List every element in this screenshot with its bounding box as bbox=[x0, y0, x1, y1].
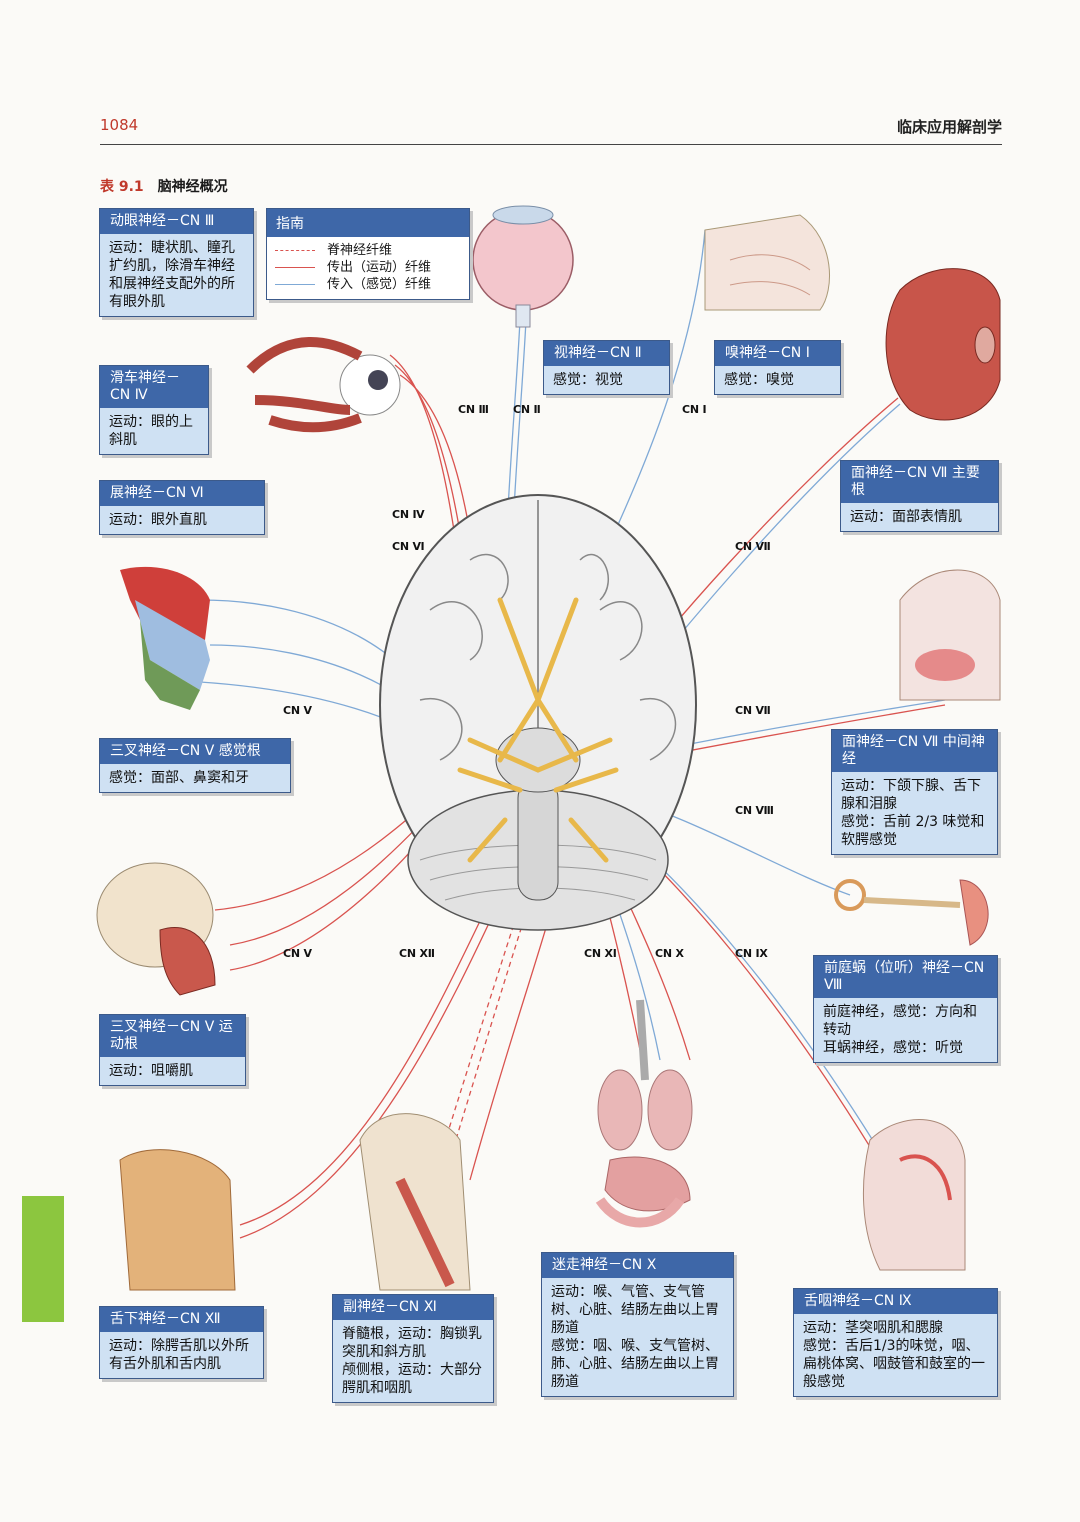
viscera-illustration bbox=[598, 1000, 692, 1223]
box-text: 运动：下颌下腺、舌下腺和泪腺 感觉：舌前 2/3 味觉和软腭感觉 bbox=[832, 772, 997, 854]
label-cn7-upper: CN Ⅶ bbox=[735, 540, 771, 553]
box-text: 运动：茎突咽肌和腮腺 感觉：舌后1/3的味觉，咽、扁桃体窝、咽鼓管和鼓室的一般感… bbox=[794, 1314, 997, 1396]
box-cn7-intermediate: 面神经－CN Ⅶ 中间神经 运动：下颌下腺、舌下腺和泪腺 感觉：舌前 2/3 味… bbox=[831, 729, 998, 855]
dashed-line-swatch bbox=[275, 250, 315, 251]
box-title: 三叉神经－CN Ⅴ 运动根 bbox=[100, 1015, 245, 1057]
label-cn5-upper: CN Ⅴ bbox=[283, 704, 312, 717]
box-cn6-abducens: 展神经－CN Ⅵ 运动：眼外直肌 bbox=[99, 480, 265, 535]
box-title: 面神经－CN Ⅶ 主要根 bbox=[841, 461, 998, 503]
label-cn10: CN Ⅹ bbox=[655, 947, 684, 960]
box-text: 运动：眼外直肌 bbox=[100, 506, 264, 534]
box-cn2-optic: 视神经－CN Ⅱ 感觉：视觉 bbox=[543, 340, 670, 395]
box-cn4-trochlear: 滑车神经－CN Ⅳ 运动：眼的上斜肌 bbox=[99, 365, 209, 455]
box-line: 感觉：舌后1/3的味觉，咽、扁桃体窝、咽鼓管和鼓室的一般感觉 bbox=[803, 1337, 988, 1391]
oral-cavity-illustration bbox=[900, 570, 1000, 700]
facial-muscles-illustration bbox=[886, 269, 1000, 420]
neck-illustration bbox=[120, 1114, 470, 1290]
nasal-cavity-illustration bbox=[705, 215, 830, 310]
box-line: 运动：下颌下腺、舌下腺和泪腺 bbox=[841, 777, 988, 813]
label-cn4: CN Ⅳ bbox=[392, 508, 424, 521]
box-cn5-motor: 三叉神经－CN Ⅴ 运动根 运动：咀嚼肌 bbox=[99, 1014, 246, 1086]
label-cn9: CN Ⅸ bbox=[735, 947, 768, 960]
box-cn1-olfactory: 嗅神经－CN Ⅰ 感觉：嗅觉 bbox=[714, 340, 841, 395]
box-text: 运动：眼的上斜肌 bbox=[100, 408, 208, 454]
label-cn7-lower: CN Ⅶ bbox=[735, 704, 771, 717]
box-title: 前庭蜗（位听）神经－CN Ⅷ bbox=[814, 956, 997, 998]
box-title: 面神经－CN Ⅶ 中间神经 bbox=[832, 730, 997, 772]
box-cn5-sensory: 三叉神经－CN Ⅴ 感觉根 感觉：面部、鼻窦和牙 bbox=[99, 738, 291, 793]
red-line-swatch bbox=[275, 267, 315, 268]
box-line: 运动：喉、气管、支气管树、心脏、结肠左曲以上胃肠道 bbox=[551, 1283, 724, 1337]
box-cn11-accessory: 副神经－CN Ⅺ 脊髓根，运动：胸锁乳突肌和斜方肌 颅侧根，运动：大部分腭肌和咽… bbox=[332, 1294, 494, 1403]
box-title: 迷走神经－CN Ⅹ bbox=[542, 1253, 733, 1278]
label-cn1: CN Ⅰ bbox=[682, 403, 706, 416]
legend-label: 传出（运动）纤维 bbox=[327, 259, 431, 276]
box-text: 运动：喉、气管、支气管树、心脏、结肠左曲以上胃肠道 感觉：咽、喉、支气管树、肺、… bbox=[542, 1278, 733, 1396]
label-cn2: CN Ⅱ bbox=[513, 403, 541, 416]
legend: 指南 脊神经纤维 传出（运动）纤维 传入（感觉）纤维 bbox=[266, 208, 470, 300]
box-text: 运动：面部表情肌 bbox=[841, 503, 998, 531]
box-title: 嗅神经－CN Ⅰ bbox=[715, 341, 840, 366]
box-text: 感觉：嗅觉 bbox=[715, 366, 840, 394]
brain-diagram bbox=[380, 495, 696, 930]
legend-title: 指南 bbox=[267, 209, 469, 237]
skull-illustration bbox=[97, 863, 215, 995]
box-text: 感觉：面部、鼻窦和牙 bbox=[100, 764, 290, 792]
box-line: 颅侧根，运动：大部分腭肌和咽肌 bbox=[342, 1361, 484, 1397]
box-line: 耳蜗神经，感觉：听觉 bbox=[823, 1039, 988, 1057]
box-line: 前庭神经，感觉：方向和转动 bbox=[823, 1003, 988, 1039]
box-text: 运动：咀嚼肌 bbox=[100, 1057, 245, 1085]
inner-ear-illustration bbox=[836, 880, 988, 945]
label-cn11: CN Ⅺ bbox=[584, 947, 617, 960]
box-title: 展神经－CN Ⅵ bbox=[100, 481, 264, 506]
box-text: 脊髓根，运动：胸锁乳突肌和斜方肌 颅侧根，运动：大部分腭肌和咽肌 bbox=[333, 1320, 493, 1402]
box-line: 感觉：舌前 2/3 味觉和软腭感觉 bbox=[841, 813, 988, 849]
blue-line-swatch bbox=[275, 284, 315, 285]
box-title: 舌咽神经－CN Ⅸ bbox=[794, 1289, 997, 1314]
box-line: 脊髓根，运动：胸锁乳突肌和斜方肌 bbox=[342, 1325, 484, 1361]
box-cn9-glossopharyngeal: 舌咽神经－CN Ⅸ 运动：茎突咽肌和腮腺 感觉：舌后1/3的味觉，咽、扁桃体窝、… bbox=[793, 1288, 998, 1397]
box-text: 运动：睫状肌、瞳孔扩约肌，除滑车神经和展神经支配外的所有眼外肌 bbox=[100, 234, 253, 316]
eye-illustration bbox=[473, 206, 573, 327]
label-cn6: CN Ⅵ bbox=[392, 540, 424, 553]
label-cn12: CN Ⅻ bbox=[399, 947, 435, 960]
orbit-illustration bbox=[250, 342, 400, 427]
box-line: 感觉：咽、喉、支气管树、肺、心脏、结肠左曲以上胃肠道 bbox=[551, 1337, 724, 1391]
box-title: 滑车神经－CN Ⅳ bbox=[100, 366, 208, 408]
box-cn3-oculomotor: 动眼神经－CN Ⅲ 运动：睫状肌、瞳孔扩约肌，除滑车神经和展神经支配外的所有眼外… bbox=[99, 208, 254, 317]
box-cn10-vagus: 迷走神经－CN Ⅹ 运动：喉、气管、支气管树、心脏、结肠左曲以上胃肠道 感觉：咽… bbox=[541, 1252, 734, 1397]
legend-label: 脊神经纤维 bbox=[327, 242, 392, 259]
box-text: 运动：除腭舌肌以外所有舌外肌和舌内肌 bbox=[100, 1332, 263, 1378]
legend-item-efferent: 传出（运动）纤维 bbox=[267, 259, 469, 276]
box-title: 副神经－CN Ⅺ bbox=[333, 1295, 493, 1320]
legend-label: 传入（感觉）纤维 bbox=[327, 276, 431, 293]
box-cn8-vestibulocochlear: 前庭蜗（位听）神经－CN Ⅷ 前庭神经，感觉：方向和转动 耳蜗神经，感觉：听觉 bbox=[813, 955, 998, 1063]
box-line: 运动：茎突咽肌和腮腺 bbox=[803, 1319, 988, 1337]
box-title: 舌下神经－CN Ⅻ bbox=[100, 1307, 263, 1332]
box-cn12-hypoglossal: 舌下神经－CN Ⅻ 运动：除腭舌肌以外所有舌外肌和舌内肌 bbox=[99, 1306, 264, 1379]
box-title: 视神经－CN Ⅱ bbox=[544, 341, 669, 366]
legend-item-spinal: 脊神经纤维 bbox=[267, 242, 469, 259]
label-cn8: CN Ⅷ bbox=[735, 804, 774, 817]
legend-item-afferent: 传入（感觉）纤维 bbox=[267, 276, 469, 293]
box-title: 动眼神经－CN Ⅲ bbox=[100, 209, 253, 234]
face-dermatome-illustration bbox=[120, 567, 210, 710]
label-cn3: CN Ⅲ bbox=[458, 403, 489, 416]
box-cn7-main: 面神经－CN Ⅶ 主要根 运动：面部表情肌 bbox=[840, 460, 999, 532]
box-text: 前庭神经，感觉：方向和转动 耳蜗神经，感觉：听觉 bbox=[814, 998, 997, 1062]
pharynx-illustration bbox=[863, 1120, 965, 1270]
label-cn5-lower: CN Ⅴ bbox=[283, 947, 312, 960]
box-text: 感觉：视觉 bbox=[544, 366, 669, 394]
box-title: 三叉神经－CN Ⅴ 感觉根 bbox=[100, 739, 290, 764]
